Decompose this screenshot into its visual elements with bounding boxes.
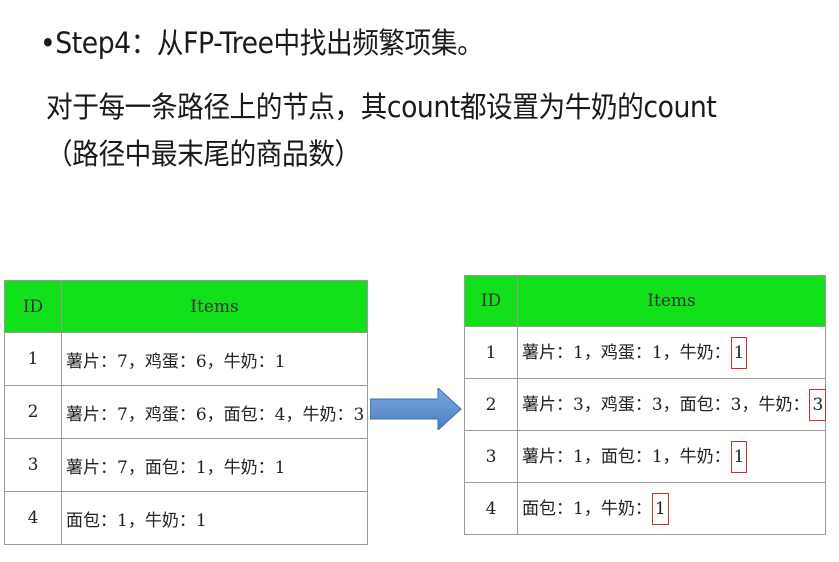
step-description: 对于每一条路径上的节点，其count都设置为牛奶的count（路径中最末尾的商品… xyxy=(46,90,717,171)
row-items: 薯片：7，面包：1，牛奶：1 xyxy=(61,438,368,492)
right-arrow-icon xyxy=(370,388,462,430)
table-row: 1 薯片：1，鸡蛋：1，牛奶：1 xyxy=(464,326,826,379)
row-id: 2 xyxy=(4,385,62,439)
items-text: 薯片：1，鸡蛋：1，牛奶： xyxy=(522,342,731,363)
table-row: 1 薯片：7，鸡蛋：6，牛奶：1 xyxy=(4,332,368,386)
table-header-row: ID Items xyxy=(464,275,826,327)
table-row: 3 薯片：7，面包：1，牛奶：1 xyxy=(4,438,368,492)
step-heading: •Step4：从FP-Tree中找出频繁项集。 xyxy=(40,26,484,60)
row-id: 2 xyxy=(464,378,518,431)
highlighted-count: 1 xyxy=(730,336,748,369)
row-items: 薯片：3，鸡蛋：3，面包：3，牛奶：3 xyxy=(517,378,827,431)
items-text: 薯片：1，面包：1，牛奶： xyxy=(522,446,731,467)
row-id: 1 xyxy=(464,326,518,379)
table-row: 2 薯片：3，鸡蛋：3，面包：3，牛奶：3 xyxy=(464,378,827,431)
items-text: 薯片：3，鸡蛋：3，面包：3，牛奶： xyxy=(522,394,810,415)
row-items: 薯片：7，鸡蛋：6，牛奶：1 xyxy=(61,332,368,386)
row-id: 3 xyxy=(4,438,62,492)
table-row: 4 面包：1，牛奶：1 xyxy=(464,482,826,535)
row-id: 4 xyxy=(4,491,62,545)
row-items: 面包：1，牛奶：1 xyxy=(61,491,368,545)
items-text: 面包：1，牛奶： xyxy=(522,498,652,519)
items-column-header: Items xyxy=(61,280,368,333)
row-id: 1 xyxy=(4,332,62,386)
row-items: 薯片：1，鸡蛋：1，牛奶：1 xyxy=(517,326,826,379)
highlighted-count: 3 xyxy=(809,388,827,421)
row-id: 4 xyxy=(464,482,518,535)
highlighted-count: 1 xyxy=(651,492,669,525)
table-header-row: ID Items xyxy=(4,280,368,333)
items-column-header: Items xyxy=(517,275,826,327)
row-items: 薯片：7，鸡蛋：6，面包：4，牛奶：3 xyxy=(61,385,368,439)
right-conditional-table: ID Items 1 薯片：1，鸡蛋：1，牛奶：1 2 薯片：3，鸡蛋：3，面包… xyxy=(464,275,827,535)
id-column-header: ID xyxy=(4,280,62,333)
left-transaction-table: ID Items 1 薯片：7，鸡蛋：6，牛奶：1 2 薯片：7，鸡蛋：6，面包… xyxy=(4,280,368,545)
table-row: 2 薯片：7，鸡蛋：6，面包：4，牛奶：3 xyxy=(4,385,368,439)
table-row: 4 面包：1，牛奶：1 xyxy=(4,491,368,545)
row-id: 3 xyxy=(464,430,518,483)
id-column-header: ID xyxy=(464,275,518,327)
row-items: 面包：1，牛奶：1 xyxy=(517,482,826,535)
row-items: 薯片：1，面包：1，牛奶：1 xyxy=(517,430,826,483)
table-row: 3 薯片：1，面包：1，牛奶：1 xyxy=(464,430,826,483)
highlighted-count: 1 xyxy=(730,440,748,473)
